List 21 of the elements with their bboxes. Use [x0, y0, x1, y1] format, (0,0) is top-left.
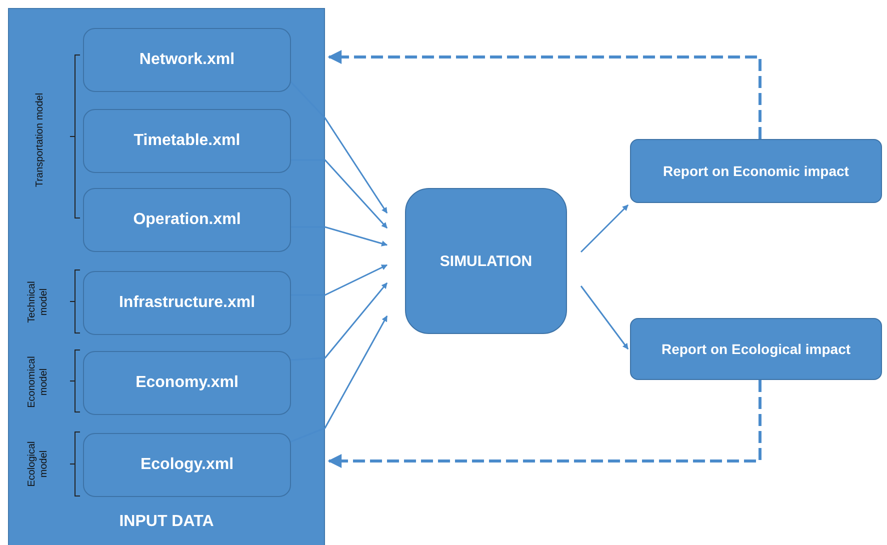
- group-label: Ecological model: [26, 440, 50, 489]
- arrow: [580, 286, 629, 350]
- process-box: SIMULATION: [405, 188, 567, 334]
- group-label: Technical model: [26, 280, 50, 325]
- file-box: Infrastructure.xml: [83, 271, 291, 335]
- group-label: Transportation model: [34, 92, 46, 190]
- output-box: Report on Ecological impact: [630, 318, 882, 380]
- file-box: Operation.xml: [83, 188, 291, 252]
- arrow: [328, 50, 762, 139]
- output-box: Report on Economic impact: [630, 139, 882, 203]
- arrow: [289, 80, 388, 214]
- panel-title: INPUT DATA: [118, 513, 215, 531]
- file-box: Ecology.xml: [83, 433, 291, 497]
- file-box: Network.xml: [83, 28, 291, 92]
- input-panel: [8, 8, 325, 545]
- arrow: [580, 204, 629, 253]
- file-box: Economy.xml: [83, 351, 291, 415]
- file-box: Timetable.xml: [83, 109, 291, 173]
- arrow: [290, 315, 388, 443]
- arrow: [328, 380, 762, 468]
- group-label: Economical model: [26, 355, 50, 410]
